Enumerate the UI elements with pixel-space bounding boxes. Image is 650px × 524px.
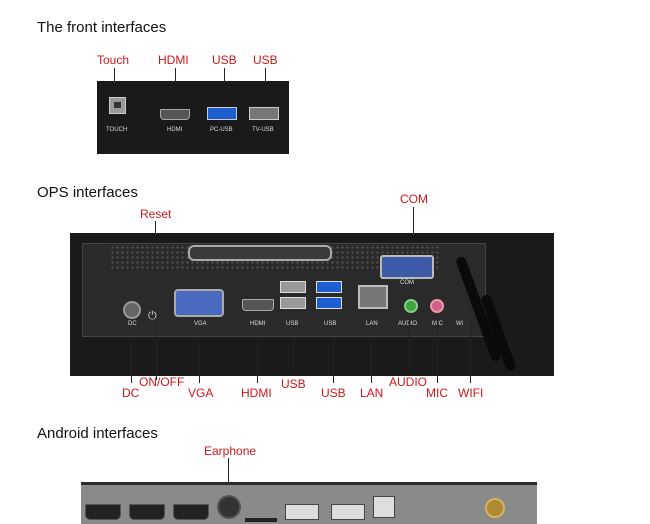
android-hdmi-2-icon xyxy=(129,504,165,520)
android-usb-2-icon xyxy=(331,504,365,520)
touch-usb-b-port-icon xyxy=(109,97,126,114)
ops-label-com: COM xyxy=(400,192,428,206)
pc-usb-port-icon xyxy=(207,107,237,120)
android-label-earphone: Earphone xyxy=(204,444,257,458)
tv-usb-port-icon xyxy=(249,107,279,120)
vga-port-icon xyxy=(174,289,224,317)
mic-jack-icon xyxy=(430,299,444,313)
front-label-usb-1: USB xyxy=(212,53,237,67)
ops-heading: OPS interfaces xyxy=(37,184,138,201)
usb-1-top-icon xyxy=(280,281,306,293)
ops-label-wifi: WIFI xyxy=(458,386,484,400)
front-panel-photo: TOUCH HDMI PC-USB TV-USB xyxy=(97,81,289,154)
power-icon: ⏻ xyxy=(148,309,157,322)
android-panel-photo xyxy=(81,482,537,524)
lan-port-icon xyxy=(358,285,388,309)
ops-label-mic: MIC xyxy=(426,386,448,400)
front-label-hdmi: HDMI xyxy=(158,53,189,67)
panel-text-lan: LAN xyxy=(366,321,378,327)
android-usb-b-icon xyxy=(373,496,395,518)
panel-text-dc: DC xyxy=(128,321,137,327)
panel-text-com: COM xyxy=(400,280,414,286)
android-heading: Android interfaces xyxy=(37,425,158,442)
panel-text-audio: AUDIO xyxy=(398,321,418,327)
card-slot xyxy=(245,518,277,522)
handle xyxy=(188,245,332,261)
ops-label-hdmi: HDMI xyxy=(241,386,272,400)
ops-label-audio: AUDIO xyxy=(389,375,428,389)
panel-text-tv-usb: TV-USB xyxy=(252,127,274,133)
ops-label-reset: Reset xyxy=(140,207,172,221)
front-heading: The front interfaces xyxy=(37,19,167,36)
ops-panel-photo: COM DC ⏻ VGA HDMI USB USB LAN AUDIO MIC … xyxy=(70,233,554,376)
earphone-jack-icon xyxy=(217,495,241,519)
front-label-usb-2: USB xyxy=(253,53,278,67)
panel-text-vga: VGA xyxy=(194,321,207,327)
com-port-icon xyxy=(380,255,434,279)
dc-jack-icon xyxy=(123,301,141,319)
panel-text-hdmi: HDMI xyxy=(167,127,183,133)
front-label-touch: Touch xyxy=(97,53,130,67)
antenna-connector-icon xyxy=(485,498,505,518)
android-usb-1-icon xyxy=(285,504,319,520)
panel-text-touch: TOUCH xyxy=(106,127,128,133)
panel-text-wifi: Wi xyxy=(456,321,463,327)
ops-label-vga: VGA xyxy=(188,386,214,400)
hdmi-port-icon xyxy=(160,109,190,120)
ops-label-onoff: ON/OFF xyxy=(139,375,185,389)
ops-label-usb-1: USB xyxy=(281,377,306,391)
ops-hdmi-port-icon xyxy=(242,299,274,311)
panel-text-pc-usb: PC-USB xyxy=(210,127,233,133)
panel-text-usb-2: USB xyxy=(324,321,337,327)
ops-label-lan: LAN xyxy=(360,386,384,400)
panel-text-hdmi: HDMI xyxy=(250,321,266,327)
ops-label-dc: DC xyxy=(122,386,140,400)
audio-jack-icon xyxy=(404,299,418,313)
android-hdmi-3-icon xyxy=(173,504,209,520)
usb-1-bottom-icon xyxy=(280,297,306,309)
ops-label-usb-2: USB xyxy=(321,386,346,400)
usb-2-top-icon xyxy=(316,281,342,293)
android-hdmi-1-icon xyxy=(85,504,121,520)
usb-2-bottom-icon xyxy=(316,297,342,309)
panel-text-usb-1: USB xyxy=(286,321,299,327)
